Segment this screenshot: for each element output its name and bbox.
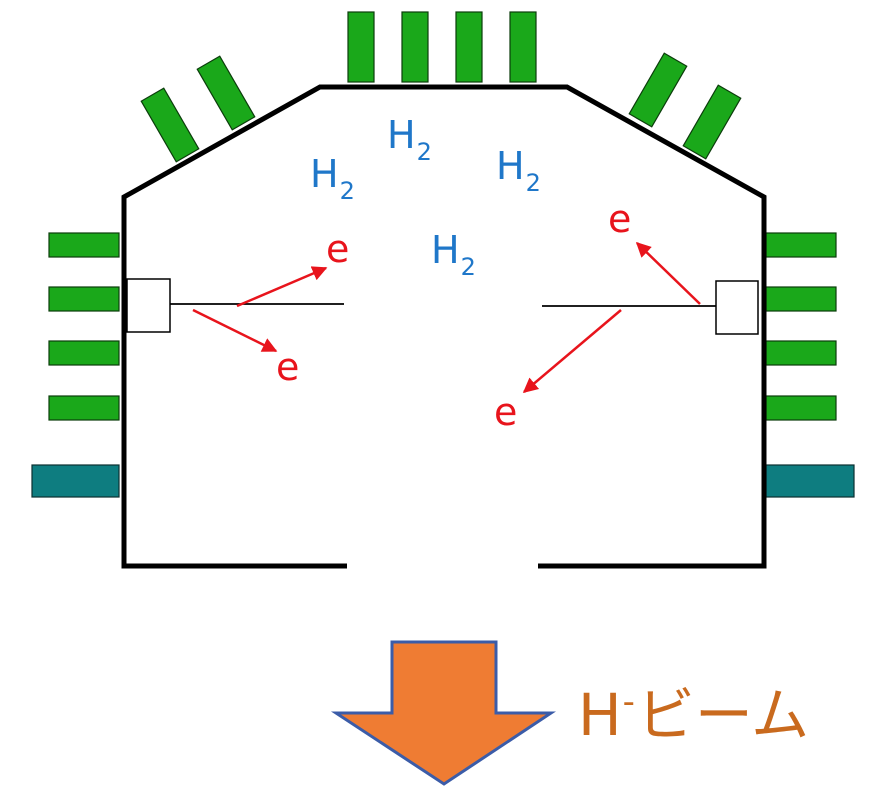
left-filament-holder xyxy=(126,278,171,333)
electron-label: e xyxy=(608,197,632,241)
electron-trajectories xyxy=(192,241,701,393)
magnet-left-3 xyxy=(48,340,120,366)
molecule-label: H2 xyxy=(431,228,476,279)
molecule-subscript: 2 xyxy=(416,138,432,166)
molecule-subscript: 2 xyxy=(339,177,355,205)
left-magnet-array xyxy=(31,232,120,498)
beam-label: H-ビーム xyxy=(578,685,809,744)
upper-right-magnet-array xyxy=(628,52,742,160)
magnet-upper-left-2 xyxy=(196,55,256,131)
right-filament-holder xyxy=(715,280,759,335)
magnet-left-1 xyxy=(48,232,120,258)
magnet-upper-right-2 xyxy=(682,84,742,160)
magnet-upper-left-1 xyxy=(140,87,200,163)
right-magnet-array xyxy=(765,232,855,498)
beam-label-base: H xyxy=(578,681,622,749)
magnet-right-extraction xyxy=(765,464,855,498)
molecule-base: H xyxy=(496,144,525,188)
electron-arrow-left-lower xyxy=(192,308,278,353)
electron-label: e xyxy=(276,345,300,389)
molecule-label: H2 xyxy=(387,113,432,164)
beam-label-superscript: - xyxy=(622,682,635,722)
electron-arrow-right-lower xyxy=(522,309,622,393)
right-filament xyxy=(542,280,759,335)
electron-arrow-left-upper xyxy=(236,266,328,308)
down-arrow-icon xyxy=(330,640,556,786)
magnet-right-1 xyxy=(765,232,837,258)
molecule-base: H xyxy=(431,228,460,272)
molecule-label: H2 xyxy=(310,152,355,203)
molecule-label: H2 xyxy=(496,144,541,195)
molecule-subscript: 2 xyxy=(525,169,541,197)
magnet-left-extraction xyxy=(31,464,120,498)
magnet-right-4 xyxy=(765,395,837,421)
magnet-top-4 xyxy=(509,11,537,83)
top-magnet-array xyxy=(347,11,537,83)
upper-left-magnet-array xyxy=(140,55,256,163)
magnet-right-2 xyxy=(765,286,837,312)
magnet-top-2 xyxy=(401,11,429,83)
magnet-top-3 xyxy=(455,11,483,83)
molecule-base: H xyxy=(387,113,416,157)
left-filament xyxy=(126,278,344,333)
magnet-left-2 xyxy=(48,286,120,312)
electron-label: e xyxy=(494,390,518,434)
molecule-subscript: 2 xyxy=(460,253,476,281)
magnet-right-3 xyxy=(765,340,837,366)
plasma-chamber-wall xyxy=(121,84,767,569)
beam-label-text: ビーム xyxy=(636,681,810,749)
magnet-left-4 xyxy=(48,395,120,421)
electron-arrow-right-upper xyxy=(635,241,701,305)
magnet-top-1 xyxy=(347,11,375,83)
magnet-upper-right-1 xyxy=(628,52,688,128)
electron-label: e xyxy=(326,227,350,271)
molecule-base: H xyxy=(310,152,339,196)
